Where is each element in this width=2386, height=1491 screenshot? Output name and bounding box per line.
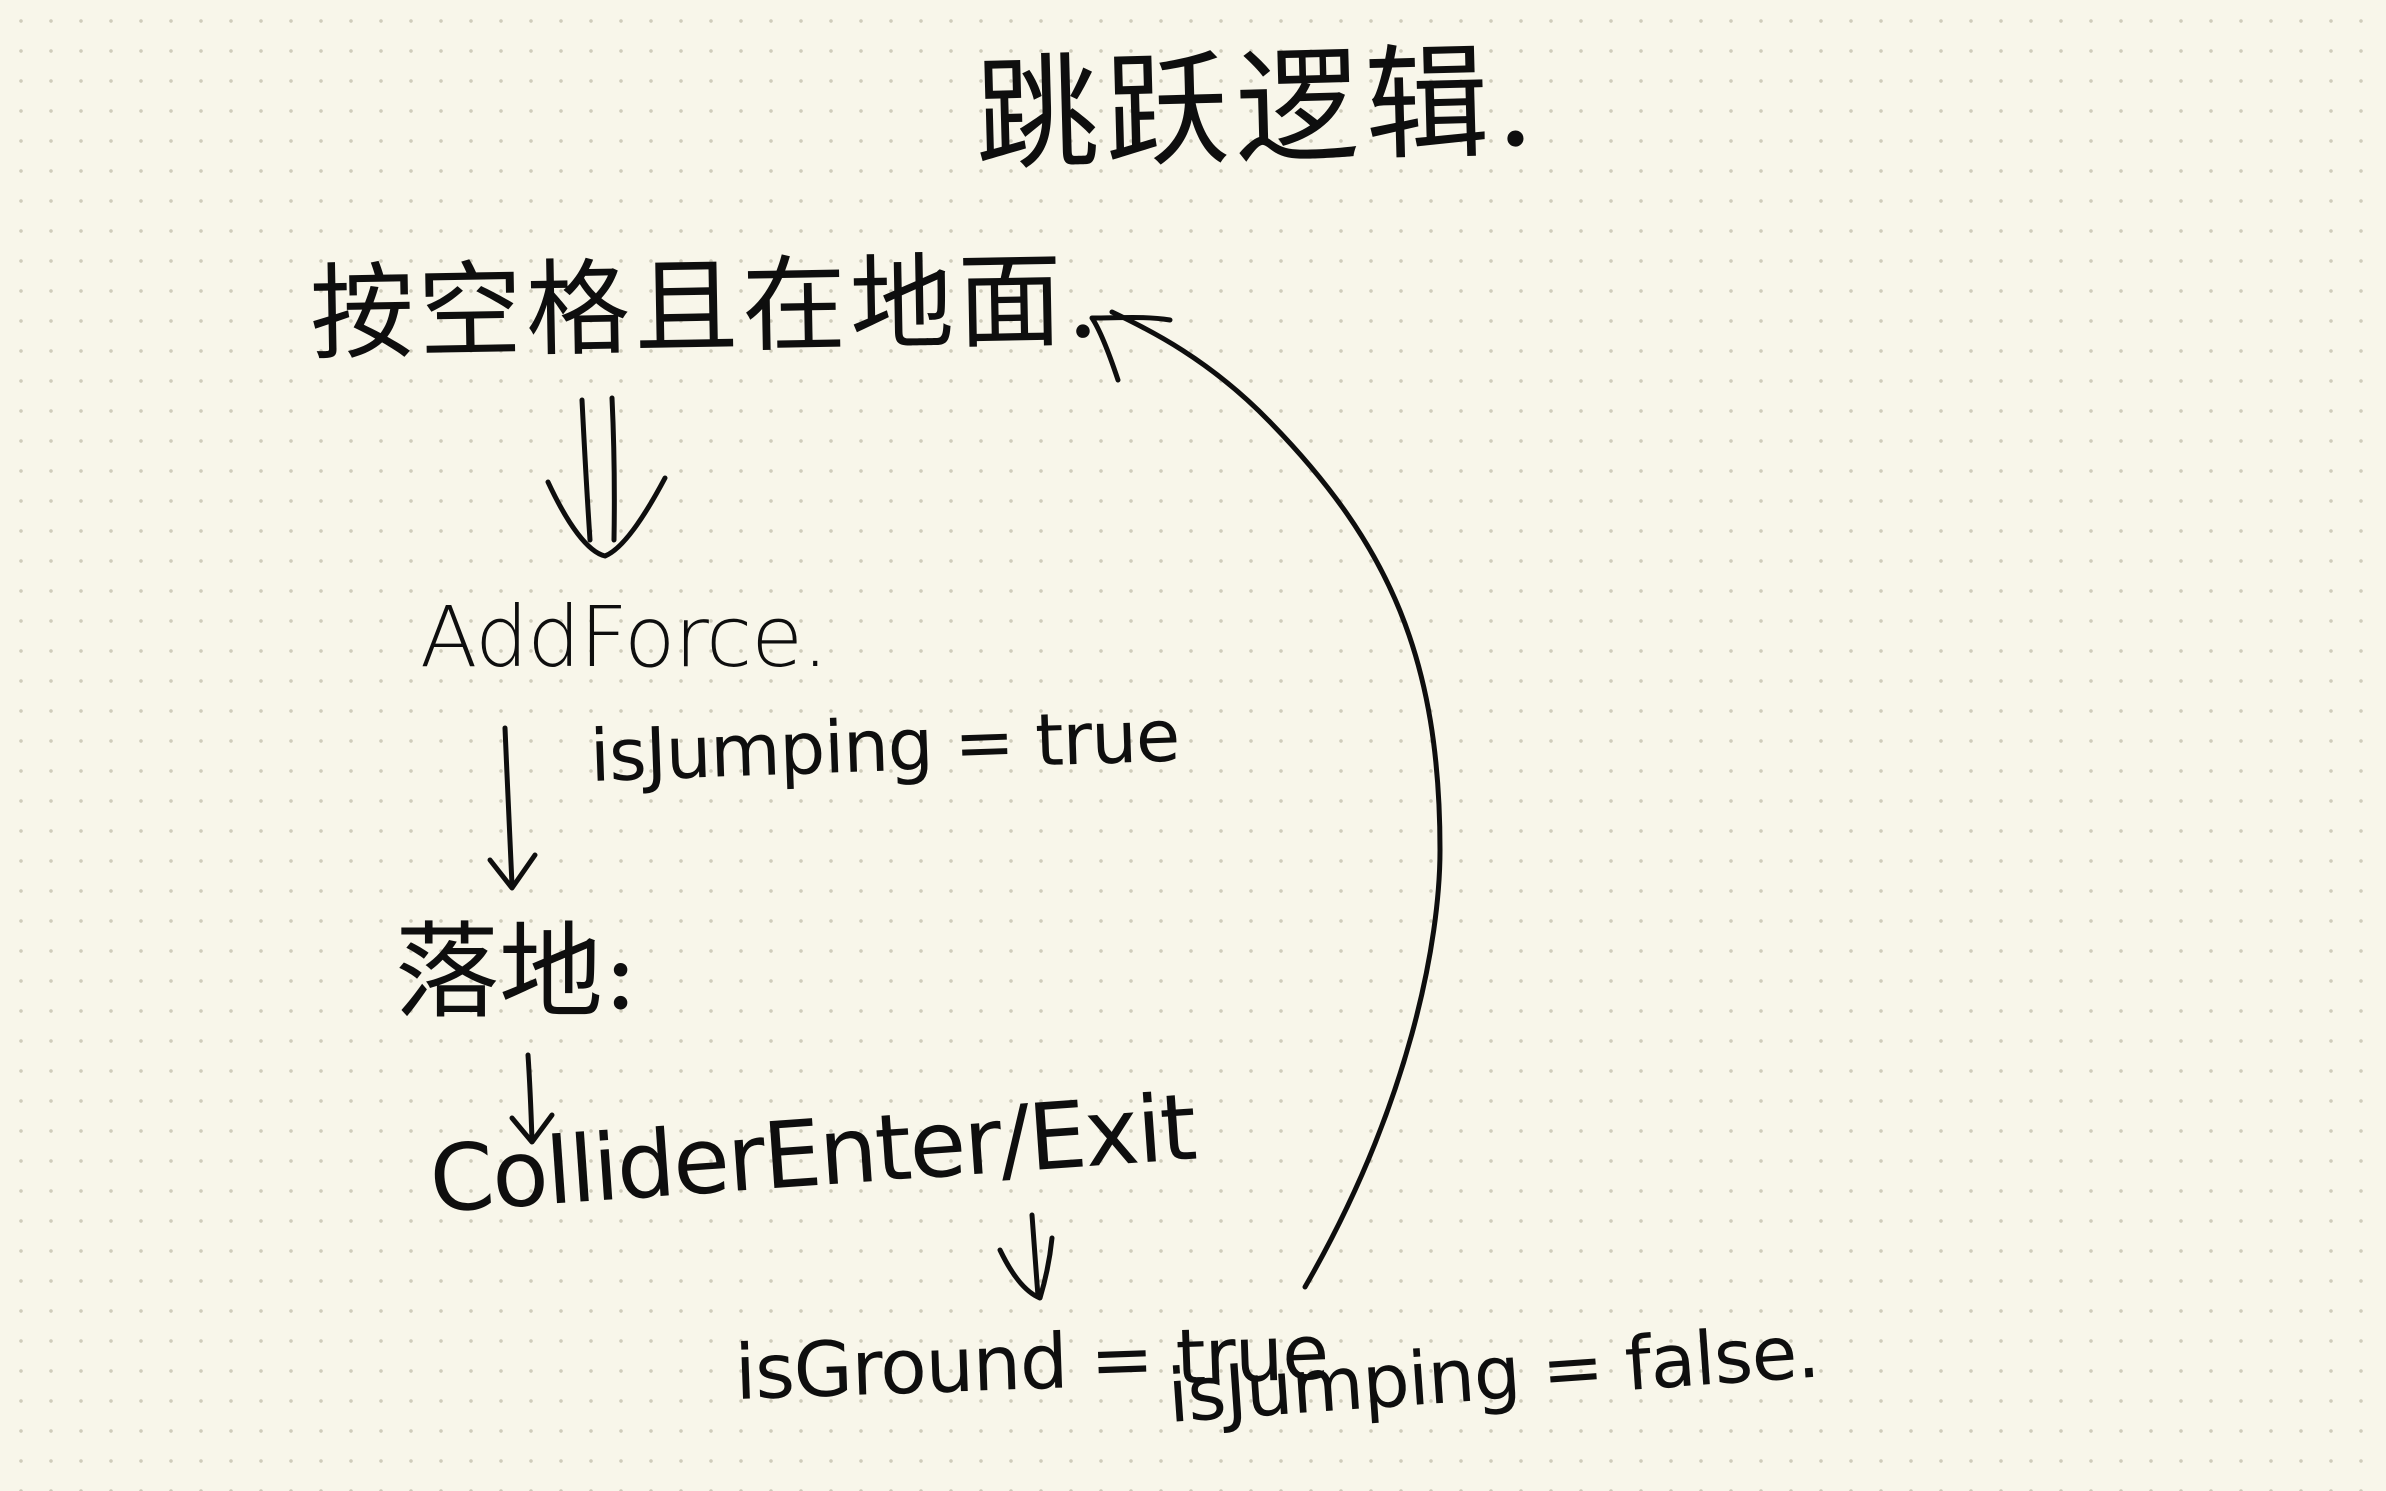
- step-landing: 落地:: [395, 911, 639, 1033]
- down-arrow-to-ground: [997, 1212, 1055, 1301]
- loop-back-arrow: [1089, 309, 1443, 1290]
- down-arrow-to-collider: [509, 1052, 555, 1145]
- down-arrow-to-landing: [487, 725, 538, 891]
- step-add-force: AddForce.: [420, 588, 829, 686]
- double-down-arrow: [545, 395, 668, 559]
